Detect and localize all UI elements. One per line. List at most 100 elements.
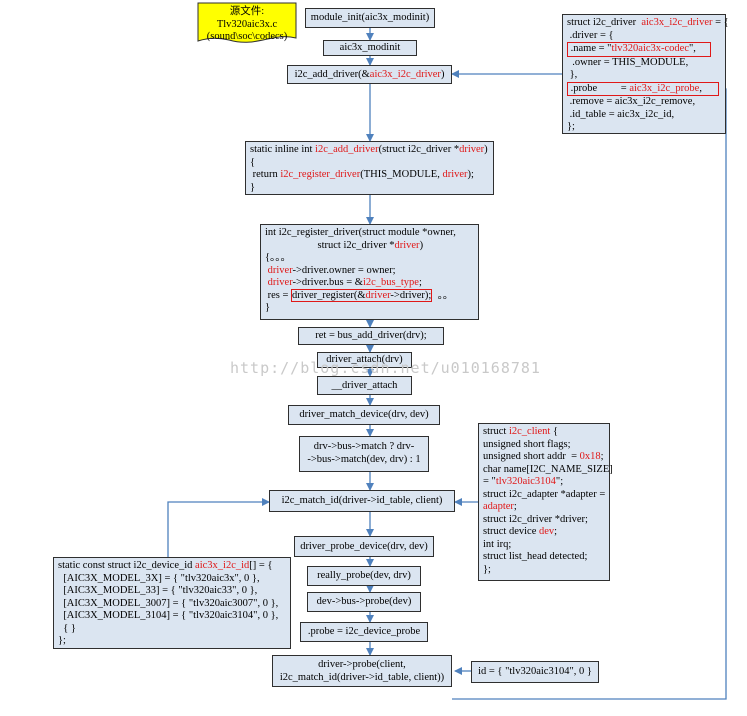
client-l9-post: ; xyxy=(554,526,558,537)
inline-l3-post: ); xyxy=(467,169,474,180)
drv-line-7: .remove = aic3x_i2c_remove, xyxy=(567,96,696,107)
client-line-8: struct i2c_driver *driver; xyxy=(483,513,588,525)
watermark: http://blog.csdn.net/u010168781 xyxy=(230,359,541,377)
drv-l3-red: tlv320aic3x-codec xyxy=(611,43,690,54)
reg-l4-red: driver xyxy=(265,264,293,276)
client-l3-post: ; xyxy=(600,451,604,462)
reg-l4-post: ->driver.owner = owner; xyxy=(292,264,396,276)
drv-line-1: struct i2c_driver aic3x_i2c_driver = { xyxy=(567,17,729,30)
i2c-add-driver-call-box: i2c_add_driver(&aic3x_i2c_driver) xyxy=(287,65,452,84)
client-l7-red: adapter xyxy=(483,501,514,512)
id-value-label: id = { "tlv320aic3104", 0 } xyxy=(478,666,592,677)
i2c-match-id-box: i2c_match_id(driver->id_table, client) xyxy=(269,490,455,512)
drv-line-5: }, xyxy=(567,69,578,80)
client-l9-red: dev xyxy=(538,526,555,537)
reg-l6-pre: res = xyxy=(265,289,292,301)
drv-line-2: .driver = { xyxy=(567,29,614,41)
inline-l3-red2: driver xyxy=(442,169,468,180)
probe-assign-label: .probe = i2c_device_probe xyxy=(307,626,421,637)
client-line-3: unsigned short addr = 0x18; xyxy=(483,451,605,464)
client-l3-pre: unsigned short addr = xyxy=(483,451,580,462)
call-suffix: ) xyxy=(440,69,445,80)
id-line-6: { } xyxy=(58,622,76,634)
drv-l6-pre: .probe = xyxy=(568,82,630,94)
underscore-driver-attach-box: __driver_attach xyxy=(317,376,412,395)
module-init-label: module_init(aic3x_modinit) xyxy=(310,12,430,23)
client-line-2: unsigned short flags; xyxy=(483,438,571,450)
i2c-driver-struct-box: struct i2c_driver aic3x_i2c_driver = { .… xyxy=(562,14,729,134)
drv-l1-red: aic3x_i2c_driver xyxy=(641,17,713,28)
client-l3-red: 0x18 xyxy=(579,451,601,462)
driver-probe-line-1: driver->probe(client, xyxy=(318,659,406,670)
i2c-match-id-label: i2c_match_id(driver->id_table, client) xyxy=(281,495,443,506)
id-line-3: [AIC3X_MODEL_33] = { "tlv320aic33", 0 }, xyxy=(58,585,258,596)
client-line-9: struct device dev; xyxy=(483,526,605,539)
id-value-box: id = { "tlv320aic3104", 0 } xyxy=(471,661,599,683)
dev-bus-probe-label: dev->bus->probe(dev) xyxy=(316,596,412,607)
source-file-note: 源文件: Tlv320aic3x.c (sound\soc\codecs) xyxy=(197,2,297,44)
client-l1-post: { xyxy=(550,426,559,437)
reg-l6-box-post: ->driver); xyxy=(390,289,432,301)
reg-l6-post: 。。 xyxy=(432,289,454,301)
reg-line-5: driver->driver.bus = &i2c_bus_type; xyxy=(265,277,474,290)
reg-l5-post: ; xyxy=(418,277,422,288)
client-line-7: adapter; xyxy=(483,501,605,514)
inline-i2c-add-driver-box: static inline int i2c_add_driver(struct … xyxy=(245,141,494,195)
reg-line-4: driver->driver.owner = owner; xyxy=(265,265,474,278)
aic3x-modinit-box: aic3x_modinit xyxy=(323,40,417,56)
id-line-7: }; xyxy=(58,635,66,646)
client-line-12: }; xyxy=(483,563,491,575)
inline-l3-pre: return xyxy=(250,169,281,180)
driver-attach-label: driver_attach(drv) xyxy=(326,354,403,365)
reg-l2-post: ) xyxy=(419,239,424,251)
driver-register-highlight: driver_register(&driver->driver); xyxy=(291,288,433,302)
client-line-11: struct list_head detected; xyxy=(483,551,588,562)
client-line-1: struct i2c_client { xyxy=(483,426,605,439)
drv-l3-post: ", xyxy=(689,43,696,54)
reg-l2-red: driver xyxy=(394,239,420,251)
driver-attach-box: driver_attach(drv) xyxy=(317,352,412,368)
id-l1-post: [] = { xyxy=(249,560,273,571)
aic3x-modinit-label: aic3x_modinit xyxy=(339,42,401,53)
reg-l6-box-pre: driver_register(& xyxy=(292,289,366,301)
id-line-4: [AIC3X_MODEL_3007] = { "tlv320aic3007", … xyxy=(58,597,279,609)
inline-l1-pre: static inline int xyxy=(250,144,316,155)
driver-match-device-box: driver_match_device(drv, dev) xyxy=(288,405,440,425)
drv-line-8: .id_table = aic3x_i2c_id, xyxy=(567,108,675,120)
inline-l1-mid: (struct i2c_driver * xyxy=(378,144,460,155)
id-line-5: [AIC3X_MODEL_3104] = { "tlv320aic3104", … xyxy=(58,610,279,621)
client-line-4: char name[I2C_NAME_SIZE] xyxy=(483,463,613,475)
client-l5-post: "; xyxy=(555,476,564,487)
reg-l2-pre: struct i2c_driver * xyxy=(265,239,395,251)
driver-match-device-label: driver_match_device(drv, dev) xyxy=(299,409,429,420)
drv-line-3: .name = "tlv320aic3x-codec", xyxy=(567,42,711,57)
client-line-6: struct i2c_adapter *adapter = xyxy=(483,488,606,500)
inline-line-4: } xyxy=(250,181,256,193)
client-l5-red: tlv320aic3104 xyxy=(495,476,556,487)
really-probe-box: really_probe(dev, drv) xyxy=(307,566,421,586)
really-probe-label: really_probe(dev, drv) xyxy=(317,570,411,581)
driver-probe-device-label: driver_probe_device(drv, dev) xyxy=(300,541,428,552)
register-driver-box: int i2c_register_driver(struct module *o… xyxy=(260,224,479,320)
drv-l3-pre: .name = " xyxy=(568,43,612,54)
driver-probe-line-2: i2c_match_id(driver->id_table, client)) xyxy=(279,671,445,683)
inline-line-1: static inline int i2c_add_driver(struct … xyxy=(250,144,489,157)
reg-l5-red: driver xyxy=(265,277,293,288)
id-l1-pre: static const struct i2c_device_id xyxy=(58,560,196,571)
drv-l6-post: , xyxy=(699,82,702,94)
client-l1-red: i2c_client xyxy=(508,426,551,437)
inline-l1-post: ) xyxy=(484,144,488,155)
note-shape xyxy=(197,2,297,43)
reg-l6-box-red: driver xyxy=(365,289,391,301)
id-l1-red: aic3x_i2c_id xyxy=(195,560,250,571)
note-line-3: (sound\soc\codecs) xyxy=(206,31,288,42)
inline-l1-red2: driver xyxy=(459,144,485,155)
client-l1-pre: struct xyxy=(483,426,509,437)
bus-match-line-1: drv->bus->match ? drv- xyxy=(313,441,415,452)
inline-line-3: return i2c_register_driver(THIS_MODULE, … xyxy=(250,169,489,182)
client-l9-pre: struct device xyxy=(483,526,539,537)
reg-line-6: res = driver_register(&driver->driver); … xyxy=(265,288,474,303)
dev-bus-probe-box: dev->bus->probe(dev) xyxy=(307,592,421,612)
call-red-arg: aic3x_i2c_driver xyxy=(369,69,441,80)
inline-l3-mid: (THIS_MODULE, xyxy=(360,169,443,180)
